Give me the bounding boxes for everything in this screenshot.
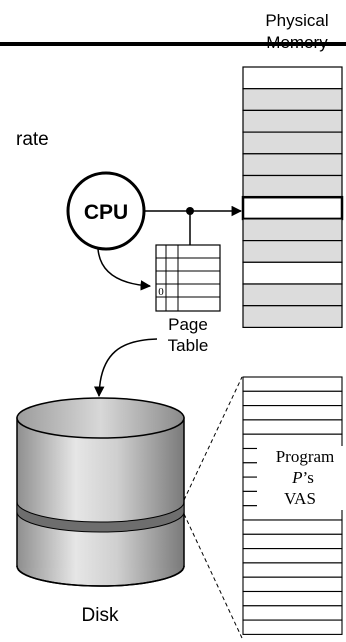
memory-slot (242, 88, 343, 111)
memory-slot (242, 240, 343, 263)
vas-slot (242, 548, 343, 564)
memory-slot (242, 174, 343, 198)
page-table-label-line1: Page (168, 315, 208, 334)
vas-label-backdrop (257, 446, 343, 510)
cpu-label: CPU (84, 201, 128, 224)
program-vas-label-line1: Program (276, 447, 335, 466)
disk-icon (16, 397, 185, 587)
vas-slot (242, 562, 343, 578)
memory-slot (242, 153, 343, 177)
vas-slot (242, 419, 343, 435)
page-table (155, 244, 221, 312)
vas-slot (242, 390, 343, 407)
program-vas-label-p: P (291, 468, 302, 487)
memory-slot (242, 109, 343, 133)
vas-slot (242, 519, 343, 535)
program-vas-label-line3: VAS (284, 489, 316, 508)
memory-slot (242, 283, 343, 307)
program-vas-label-apostrophe-s: ’s (303, 468, 314, 487)
memory-slot (242, 218, 343, 242)
program-vas-label-line2: P’s (291, 468, 314, 487)
memory-slot (241, 195, 344, 221)
projection-line-bottom (183, 513, 243, 639)
page-table-label-line2: Table (168, 336, 209, 355)
program-vas-stack (242, 376, 343, 635)
vas-slot (242, 576, 343, 593)
memory-slot (242, 305, 343, 329)
memory-slot (242, 261, 343, 285)
memory-slot (242, 131, 343, 155)
header-rule (0, 42, 346, 46)
left-cutoff-text: rate (16, 129, 49, 150)
cpu-to-page-table-arrow (97, 248, 152, 291)
vas-slot (242, 533, 343, 550)
memory-slot (242, 66, 343, 90)
physical-memory-title-line1: Physical (265, 11, 328, 30)
disk-label: Disk (82, 605, 119, 626)
page-table-to-disk-arrow (93, 338, 158, 398)
projection-line-top (183, 376, 243, 501)
vas-slot (242, 590, 343, 607)
vas-slot (242, 619, 343, 635)
vas-slot (242, 605, 343, 621)
vas-slot (242, 405, 343, 421)
physical-memory-stack (241, 66, 344, 329)
vas-slot (242, 376, 343, 392)
page-table-cell-value: 0 (158, 286, 164, 298)
